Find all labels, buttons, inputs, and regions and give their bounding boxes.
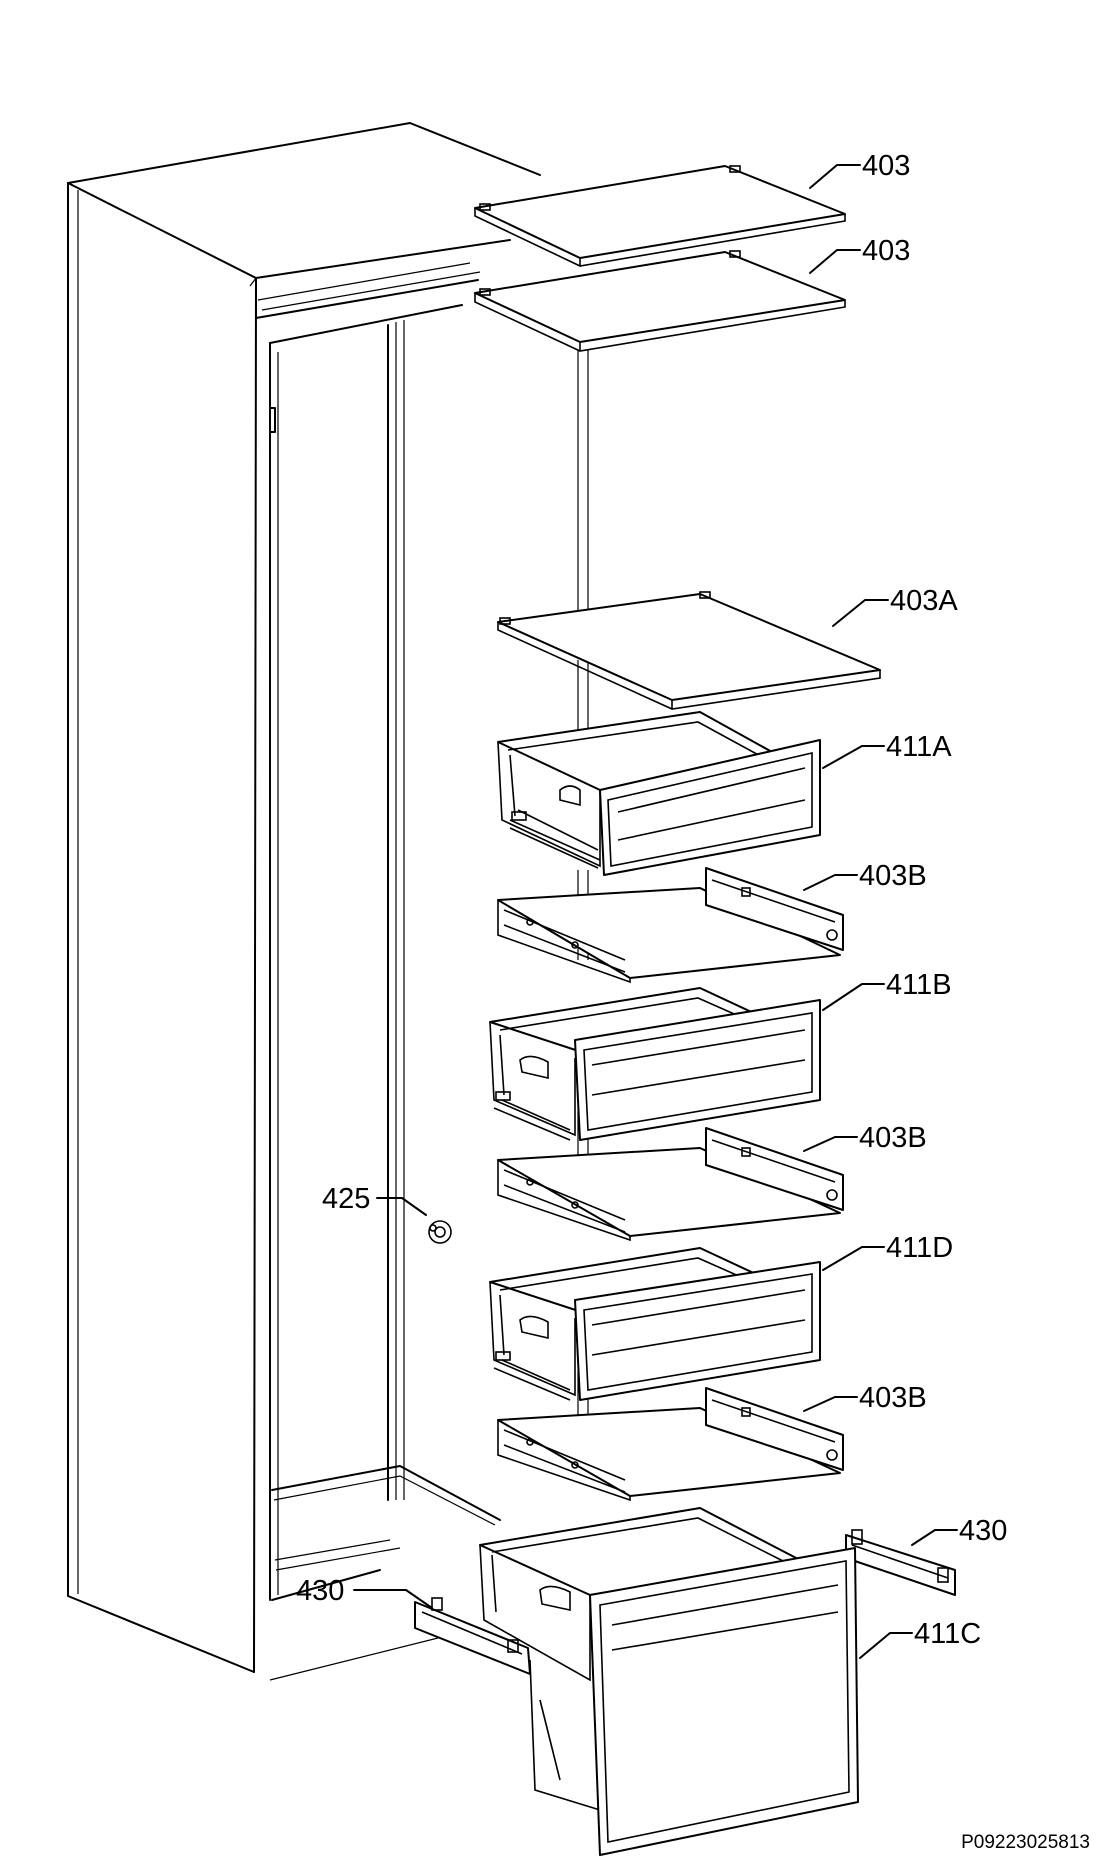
drawer-411b	[489, 987, 821, 1141]
shelf-403b-3	[497, 1387, 844, 1502]
callout-403-1: 403	[862, 150, 910, 182]
callout-403b-1: 403B	[859, 860, 927, 892]
leader-411a	[822, 745, 885, 769]
fastener-425	[428, 1220, 452, 1244]
drawer-411c	[479, 1507, 859, 1856]
callout-411d: 411D	[886, 1232, 953, 1264]
drawer-411d	[489, 1247, 821, 1401]
rail-430-right	[845, 1529, 956, 1596]
leader-430-right	[911, 1529, 958, 1546]
callout-430-left: 430	[296, 1575, 344, 1607]
shelf-403-top-1	[474, 165, 846, 267]
callout-403-2: 403	[862, 235, 910, 267]
callout-411c: 411C	[914, 1618, 981, 1650]
callout-403b-2: 403B	[859, 1122, 927, 1154]
callout-411a: 411A	[886, 731, 952, 763]
callout-labels: 403 403 403A 411A 403B 411B 403B 411D 40…	[296, 150, 1090, 1853]
leader-403b-1	[803, 874, 858, 891]
shelf-403b-2	[497, 1127, 844, 1242]
leader-411c	[859, 1632, 913, 1659]
leader-411d	[822, 1246, 885, 1271]
callout-411b: 411B	[886, 969, 952, 1001]
leader-430-left	[353, 1589, 433, 1609]
callout-403b-3: 403B	[859, 1382, 927, 1414]
leader-411b	[822, 983, 885, 1011]
shelf-403b-1	[497, 867, 844, 984]
callout-430-right: 430	[959, 1515, 1007, 1547]
leader-403-2	[809, 249, 861, 274]
callout-425: 425	[322, 1183, 370, 1215]
leader-lines	[353, 164, 958, 1659]
leader-425	[376, 1197, 427, 1216]
rail-430-left	[414, 1597, 531, 1675]
callout-403a: 403A	[890, 585, 958, 617]
drawing-code: P09223025813	[961, 1832, 1090, 1853]
leader-403a	[832, 599, 889, 627]
drawer-411a	[497, 711, 821, 876]
leader-403-1	[809, 164, 861, 189]
leader-403b-3	[803, 1396, 858, 1412]
leader-403b-2	[803, 1136, 858, 1152]
shelf-403-top-2	[474, 250, 846, 352]
shelf-403a	[497, 591, 881, 710]
